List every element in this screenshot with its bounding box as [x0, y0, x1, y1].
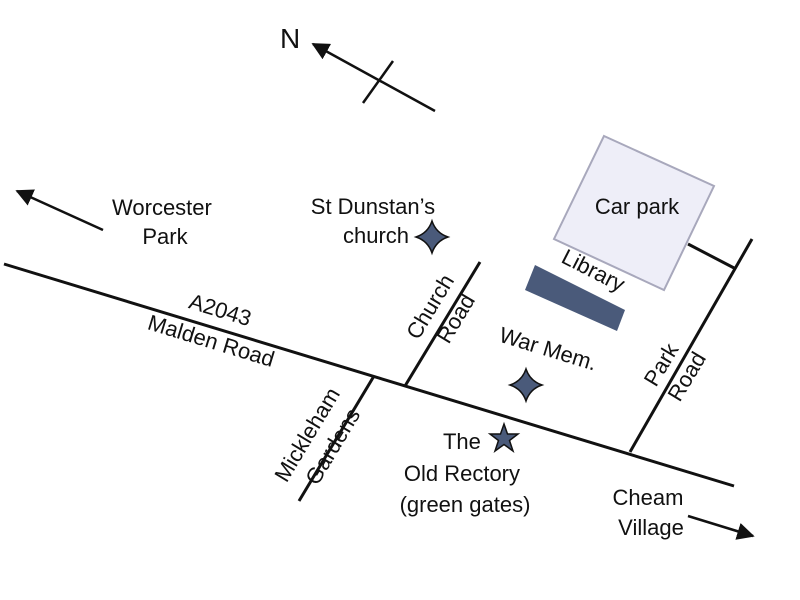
church-road — [403, 261, 482, 387]
mickleham-gardens-label: Mickleham Gardens — [269, 378, 372, 501]
car-park — [552, 134, 716, 292]
worcester-park-label: Worcester Park — [112, 195, 218, 249]
north-arrow-icon — [311, 42, 436, 113]
mickleham-gardens — [297, 375, 376, 502]
malden-road — [3, 262, 735, 488]
st-dunstans-label: St Dunstan’s church — [311, 194, 441, 248]
five-point-star-icon — [487, 421, 521, 453]
old-rectory-label: The Old Rectory (green gates) — [400, 429, 531, 517]
library-building — [525, 265, 625, 331]
car-park-label: Car park — [595, 194, 680, 219]
worcester-park-arrow-icon — [15, 189, 104, 232]
church-road-label: Church Road — [401, 265, 486, 358]
north-label: N — [280, 23, 300, 54]
park-road-label: Park Road — [638, 333, 711, 405]
cheam-village-arrow-icon — [687, 514, 755, 540]
car-park-access-road — [687, 242, 737, 271]
war-memorial-label: War Mem. — [496, 322, 600, 375]
four-point-star-icon — [507, 366, 545, 404]
four-point-star-icon — [413, 218, 451, 256]
park-road — [628, 238, 754, 453]
cheam-village-label: Cheam Village — [612, 485, 689, 540]
